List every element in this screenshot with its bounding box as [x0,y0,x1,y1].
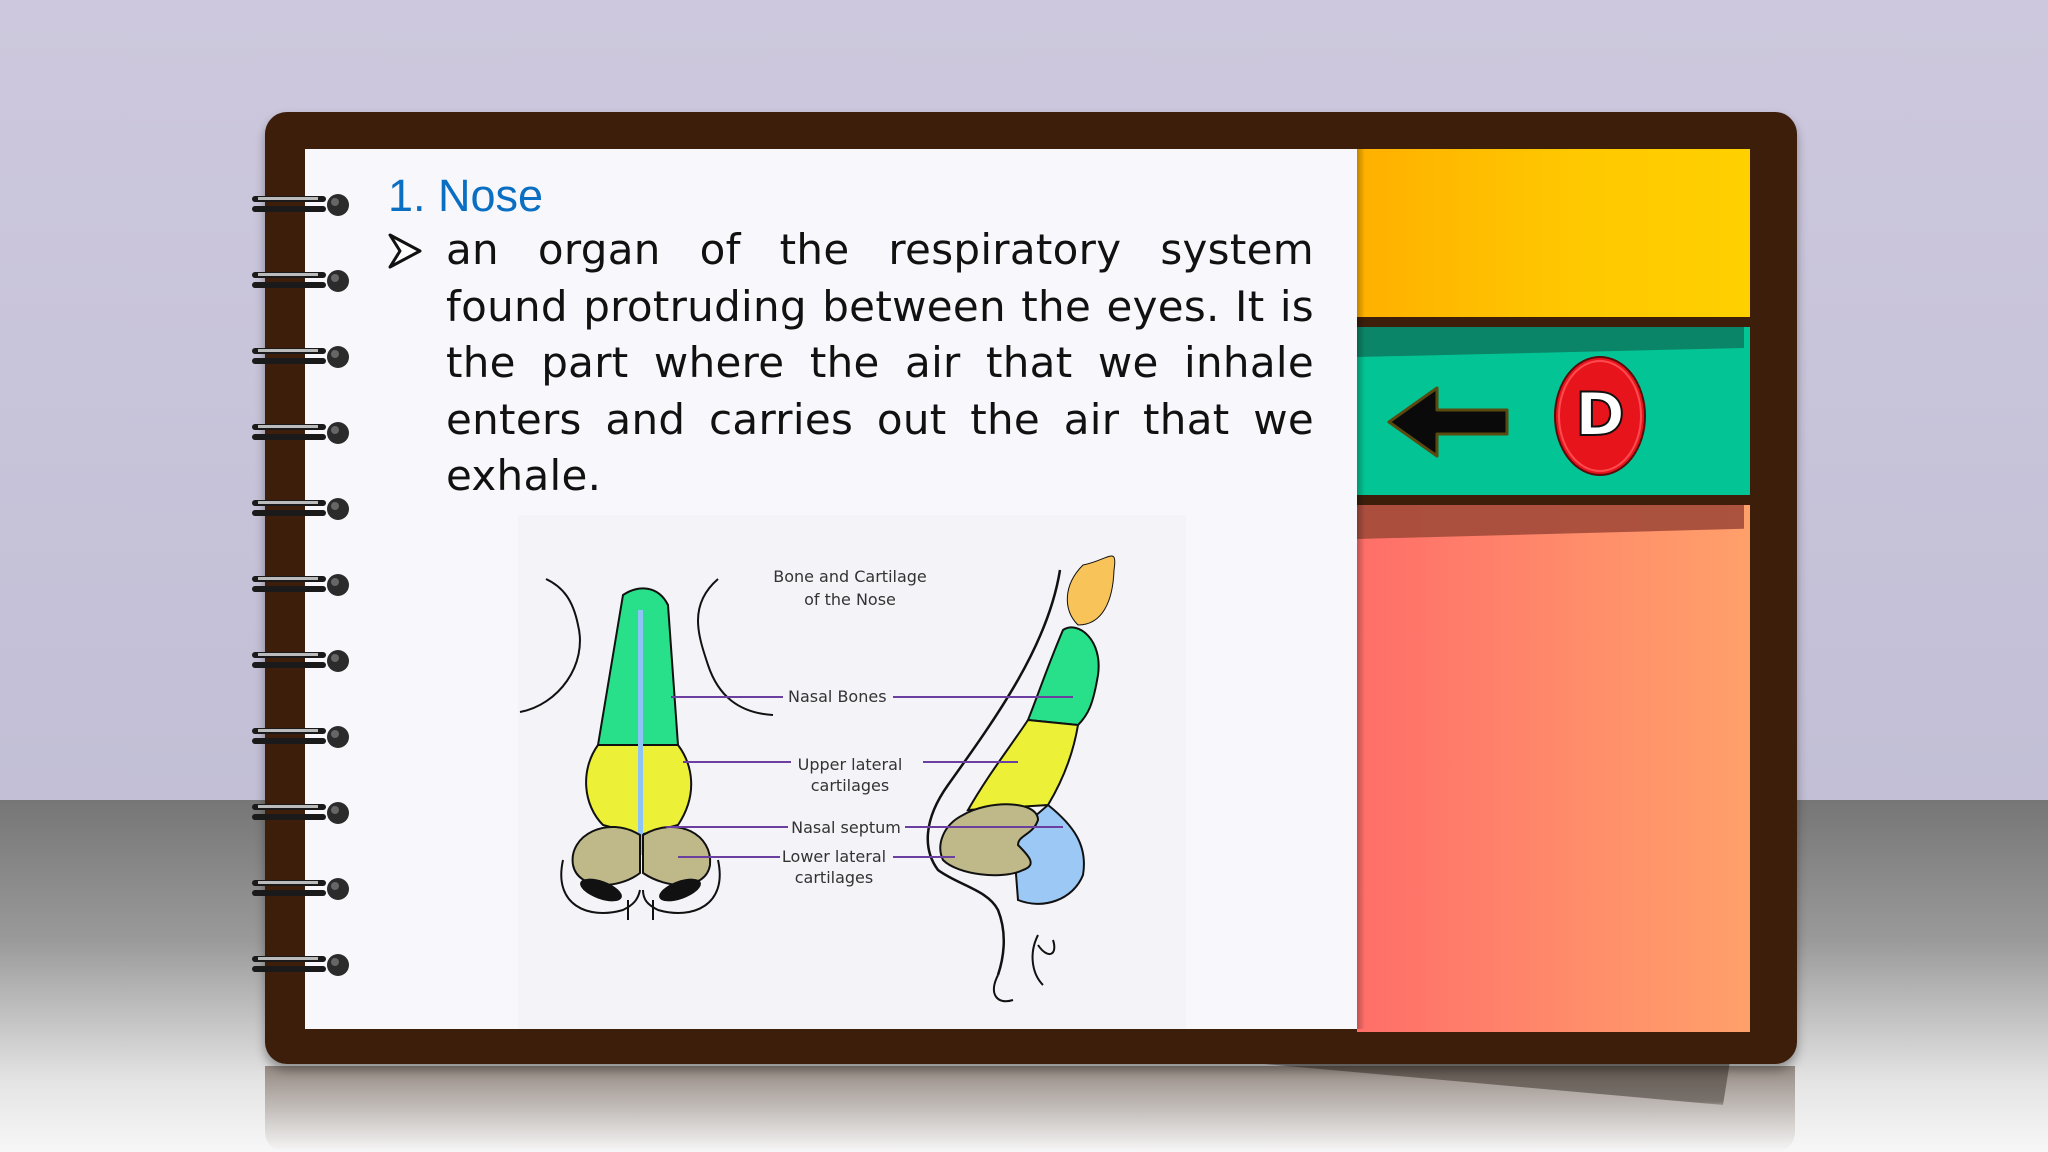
nose-anatomy-diagram: Bone and Cartilage of the Nose Nasal Bon… [518,515,1186,1029]
answer-d-badge[interactable]: D [1553,355,1647,477]
notebook-reflection [265,1066,1795,1152]
page-edge-shadow [1357,149,1365,1029]
spiral-ring-icon [252,878,349,900]
spiral-ring-icon [252,498,349,520]
tab-yellow[interactable] [1357,149,1750,317]
right-cheek-outline [697,578,774,716]
nose-profile-outline [926,569,1062,976]
label-nasal-septum: Nasal septum [791,818,901,837]
arrowhead-bullet-icon [388,233,422,269]
left-arrow-icon[interactable] [1385,382,1510,462]
spiral-ring-icon [252,194,349,216]
spiral-ring-icon [252,802,349,824]
tab-red[interactable] [1357,505,1750,1032]
right-nostril [659,878,701,902]
spiral-ring-icon [252,346,349,368]
lower-lateral-right [642,825,712,886]
slide-title: 1. Nose [388,170,544,221]
label-lower-lateral-line1: Lower lateral [782,847,886,866]
septum-front [638,610,643,855]
diagram-heading-line1: Bone and Cartilage [773,567,927,586]
spiral-ring-icon [252,422,349,444]
label-upper-lateral-line2: cartilages [811,776,889,795]
diagram-heading-line2: of the Nose [804,590,896,609]
left-cheek-outline [519,578,581,713]
left-nostril [580,878,622,902]
label-lower-lateral-line2: cartilages [795,868,873,887]
red-oval-icon: D [1554,356,1646,476]
label-upper-lateral-line1: Upper lateral [798,755,903,774]
label-nasal-bones: Nasal Bones [788,687,887,706]
slide-body-text: an organ of the respiratory system found… [446,225,1314,500]
spiral-ring-icon [252,954,349,976]
nasal-bones-side [1026,626,1100,727]
frontal-bone-side [1066,555,1116,626]
spiral-ring-icon [252,270,349,292]
lower-lateral-side [939,803,1040,877]
spiral-ring-icon [252,726,349,748]
lower-lateral-left [571,825,641,886]
spiral-ring-icon [252,574,349,596]
answer-letter: D [1575,380,1625,450]
spiral-ring-icon [252,650,349,672]
